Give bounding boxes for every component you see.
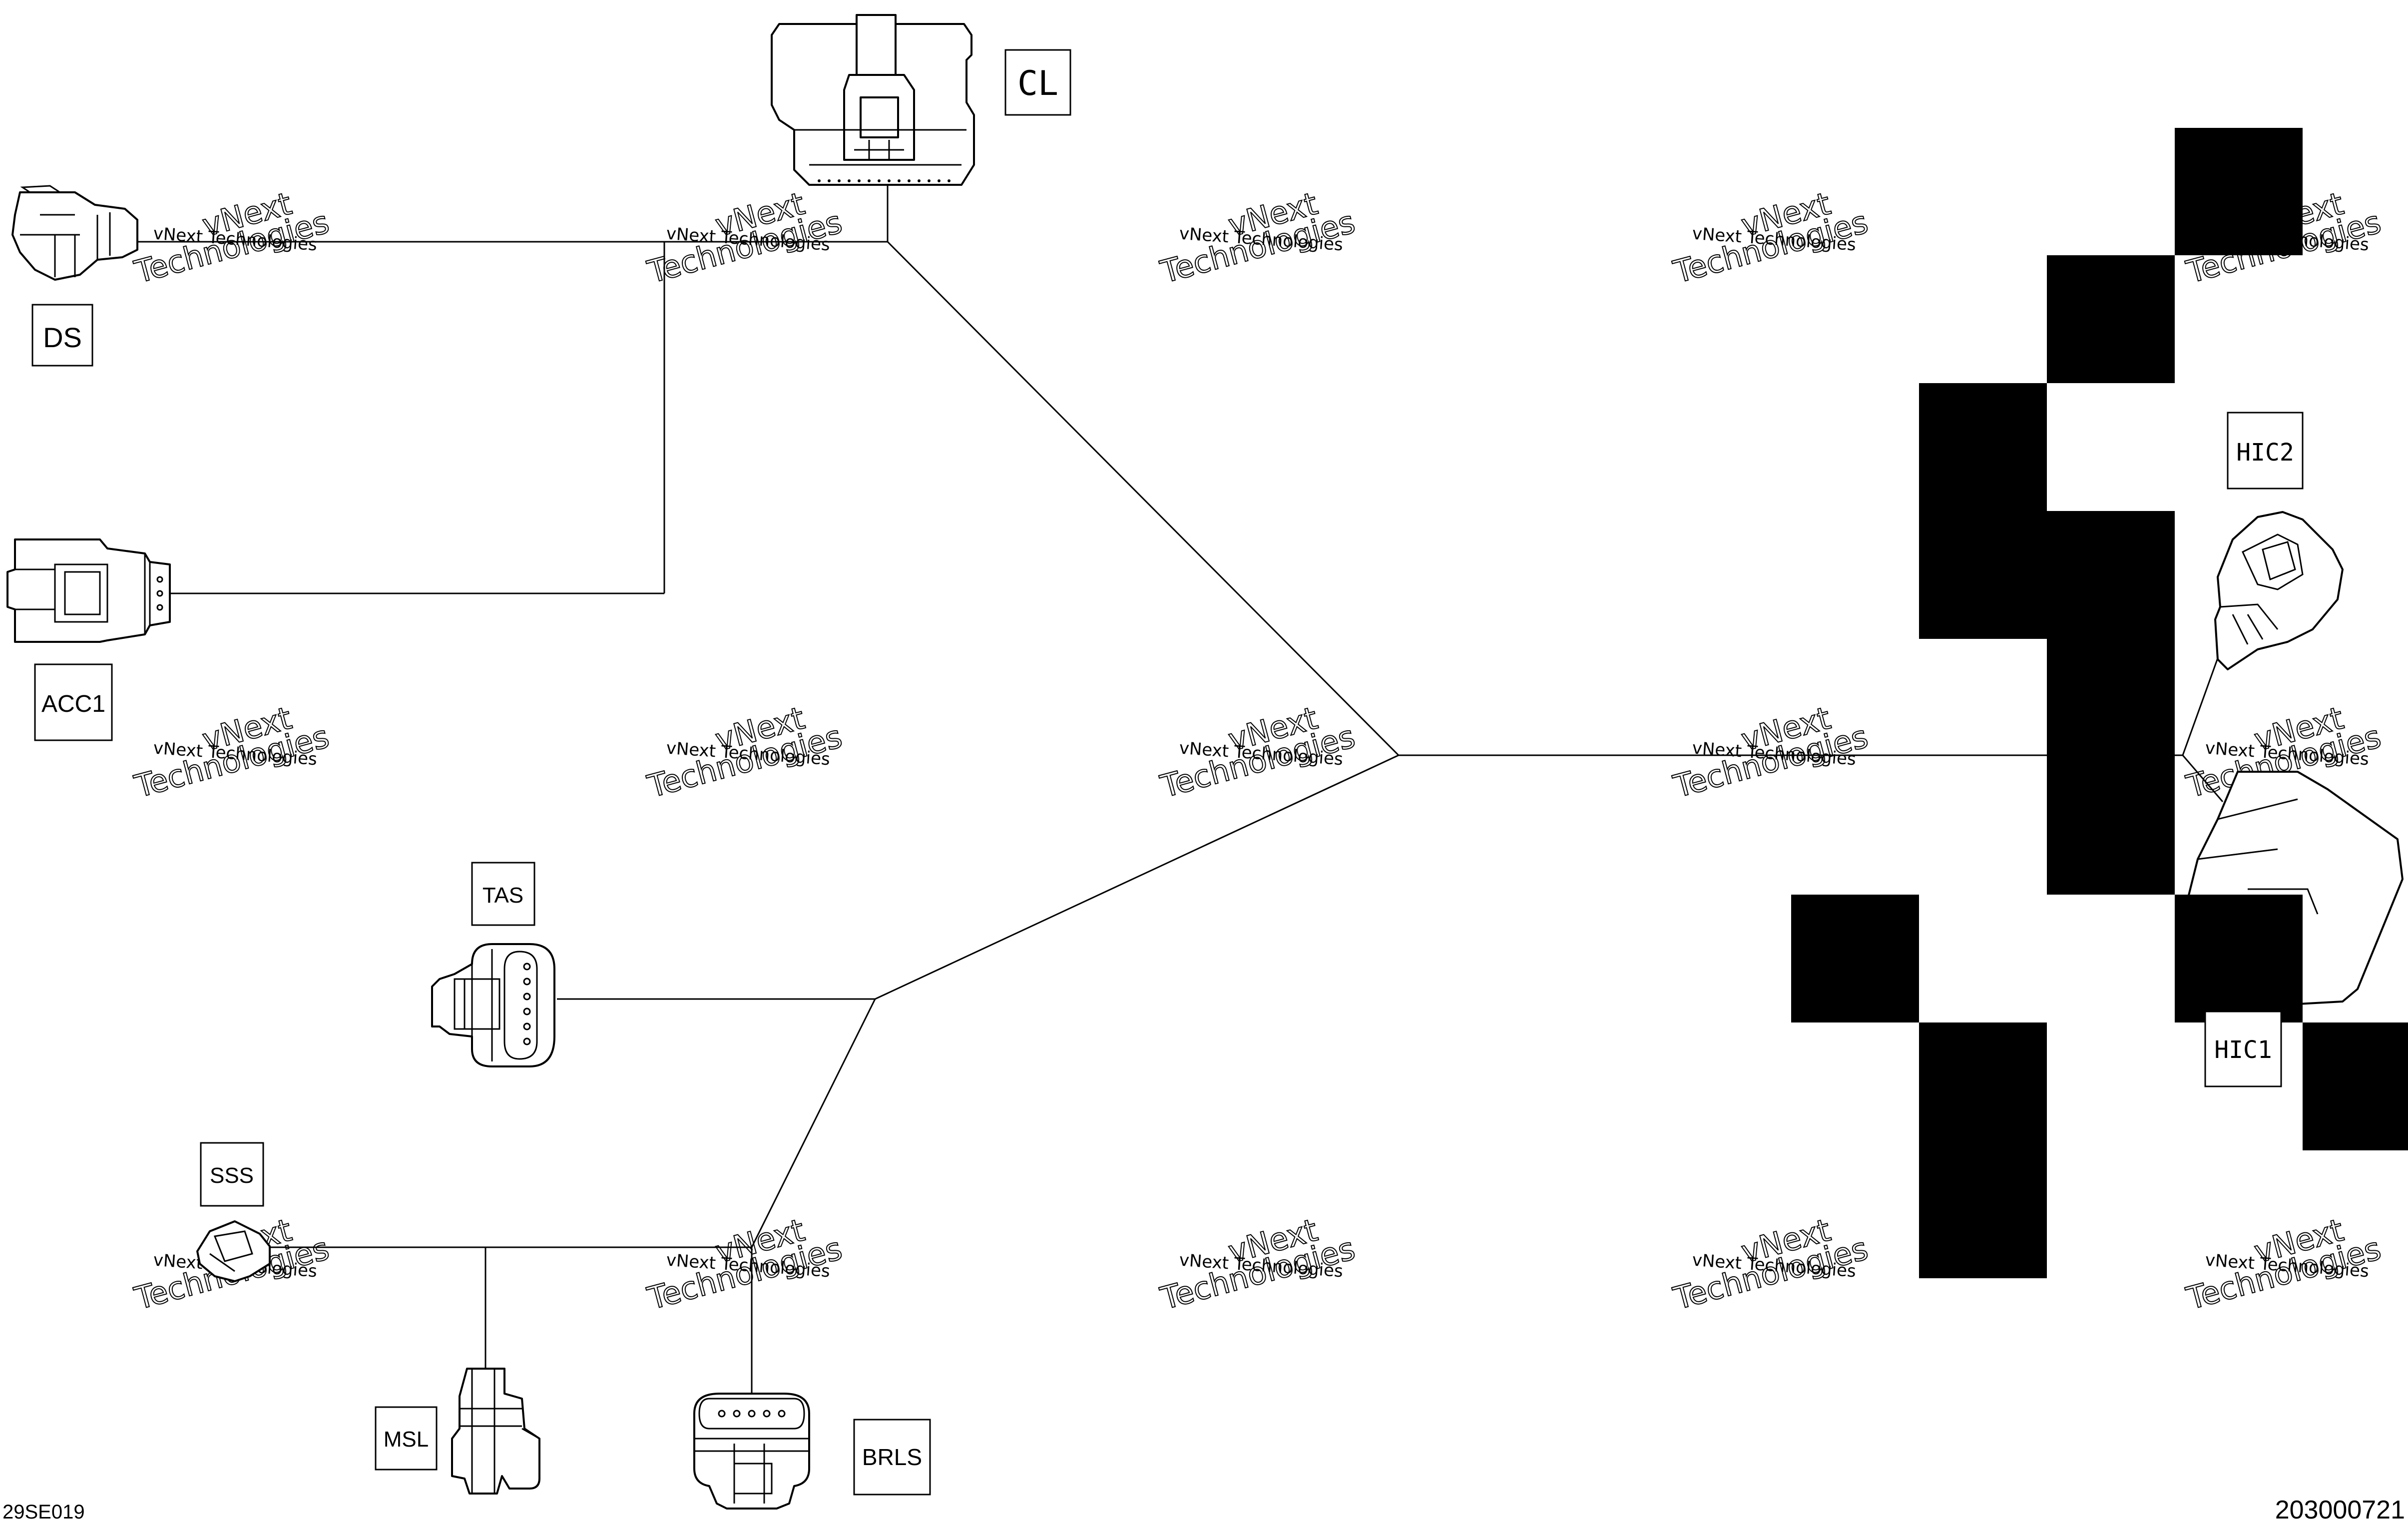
figure-code-right: 203000721 bbox=[2275, 1496, 2405, 1522]
brls-connector bbox=[693, 1393, 810, 1510]
block-2 bbox=[2047, 255, 2175, 383]
msl-label-box: MSL bbox=[375, 1406, 438, 1471]
msl-connector bbox=[451, 1368, 540, 1495]
acc1-connector bbox=[6, 538, 171, 643]
tas-label-box: TAS bbox=[471, 862, 535, 926]
cl-pin bbox=[818, 179, 821, 182]
hic2-label-box: HIC2 bbox=[2227, 412, 2304, 490]
hic2-connector bbox=[2214, 511, 2344, 670]
tas-label: TAS bbox=[482, 883, 523, 908]
block-8 bbox=[1791, 895, 1919, 1022]
brls-label: BRLS bbox=[862, 1444, 922, 1470]
cl-pin bbox=[848, 179, 851, 182]
block-12 bbox=[1919, 1150, 2047, 1278]
cl-pin bbox=[928, 179, 931, 182]
wire-main-lower bbox=[875, 754, 1399, 1000]
figure-code-left: 29SE019 bbox=[2, 1501, 85, 1522]
block-7 bbox=[2047, 767, 2175, 895]
brls-label-box: BRLS bbox=[853, 1419, 931, 1496]
cl-pin bbox=[888, 179, 891, 182]
cl-label: CL bbox=[1017, 64, 1058, 103]
block-5 bbox=[2047, 511, 2175, 639]
sss-label-box: SSS bbox=[200, 1142, 264, 1207]
wire-lower-branch bbox=[751, 999, 876, 1248]
acc1-label: ACC1 bbox=[41, 691, 105, 717]
cl-pin bbox=[898, 179, 901, 182]
cl-pin bbox=[868, 179, 871, 182]
acc1-label-box: ACC1 bbox=[34, 663, 113, 741]
ds-label-box: DS bbox=[31, 304, 93, 367]
cl-pin-row bbox=[818, 179, 951, 182]
cl-label-box: CL bbox=[1004, 49, 1071, 116]
tas-connector bbox=[431, 943, 555, 1067]
wire-hic2 bbox=[2182, 644, 2224, 756]
cl-connector bbox=[771, 14, 975, 186]
occlusion-blocks bbox=[1791, 128, 2408, 1278]
block-9 bbox=[2175, 895, 2303, 1022]
cl-pin bbox=[838, 179, 841, 182]
block-1 bbox=[2175, 128, 2303, 255]
block-3 bbox=[1919, 383, 2047, 511]
hic2-label: HIC2 bbox=[2236, 439, 2294, 467]
cl-pin bbox=[908, 179, 911, 182]
sss-connector bbox=[196, 1220, 271, 1282]
cl-pin bbox=[828, 179, 831, 182]
cl-pin bbox=[918, 179, 921, 182]
msl-label: MSL bbox=[384, 1427, 429, 1452]
wire-hic1 bbox=[2182, 755, 2224, 802]
cl-pin bbox=[938, 179, 941, 182]
ds-connector bbox=[11, 185, 138, 281]
cl-pin bbox=[858, 179, 861, 182]
block-11 bbox=[2303, 1022, 2408, 1150]
hic1-label-box: HIC1 bbox=[2204, 1011, 2282, 1087]
block-4 bbox=[1919, 511, 2047, 639]
wire-cl-main bbox=[887, 241, 1400, 756]
hic1-label: HIC1 bbox=[2214, 1036, 2272, 1064]
block-6 bbox=[2047, 639, 2175, 767]
cl-pin bbox=[878, 179, 881, 182]
block-10 bbox=[1919, 1022, 2047, 1150]
cl-pin bbox=[948, 179, 951, 182]
ds-label: DS bbox=[43, 322, 82, 353]
sss-label: SSS bbox=[210, 1163, 254, 1188]
